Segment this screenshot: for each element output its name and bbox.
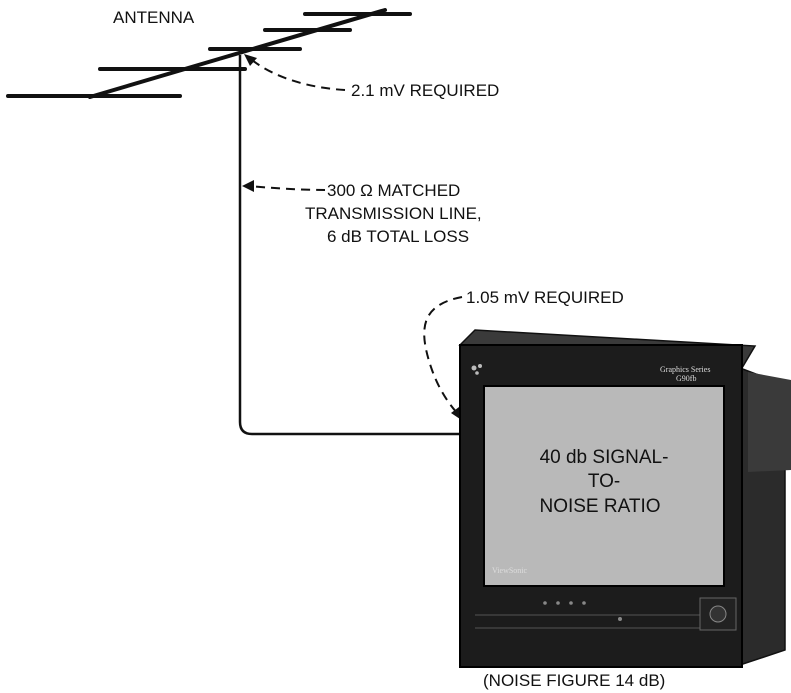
receiver-voltage-label: 1.05 mV REQUIRED [466,288,624,307]
control-buttons [543,601,622,621]
antenna-boom [88,8,387,99]
logo-dot [471,365,477,371]
crt-monitor: Graphics Series G90fb ViewSonic [458,329,791,668]
arrowhead [244,54,257,66]
control-button [582,601,586,605]
arrowhead [242,180,254,192]
receiver-voltage-arrow [423,296,463,415]
monitor-series-label: Graphics Series [660,365,710,374]
snr-label-2: TO- [588,471,620,492]
line-spec-label-2: TRANSMISSION LINE, [305,204,482,223]
antenna-label: ANTENNA [113,8,195,27]
antenna-voltage-label: 2.1 mV REQUIRED [351,81,499,100]
birds-logo [471,364,482,375]
control-button [618,617,622,621]
monitor-screen [483,385,725,587]
control-button [543,601,547,605]
callout-arrows [249,59,463,415]
line-spec-label-1: 300 Ω MATCHED [327,181,460,200]
monitor-brand-label: ViewSonic [492,566,528,575]
transmission-line [238,55,463,436]
control-button [569,601,573,605]
antenna-voltage-arrow [251,59,346,91]
snr-label-3: NOISE RATIO [539,496,660,517]
logo-dot [478,364,482,368]
line-spec-label-3: 6 dB TOTAL LOSS [327,227,469,246]
noise-figure-label: (NOISE FIGURE 14 dB) [483,671,665,690]
control-button [556,601,560,605]
snr-label-1: 40 db SIGNAL- [540,447,669,468]
yagi-antenna [6,8,412,99]
line-loss-arrow [249,185,326,191]
logo-dot [475,371,479,375]
monitor-rear [748,372,791,472]
knob-dial [709,605,727,623]
monitor-model-label: G90fb [676,374,696,383]
